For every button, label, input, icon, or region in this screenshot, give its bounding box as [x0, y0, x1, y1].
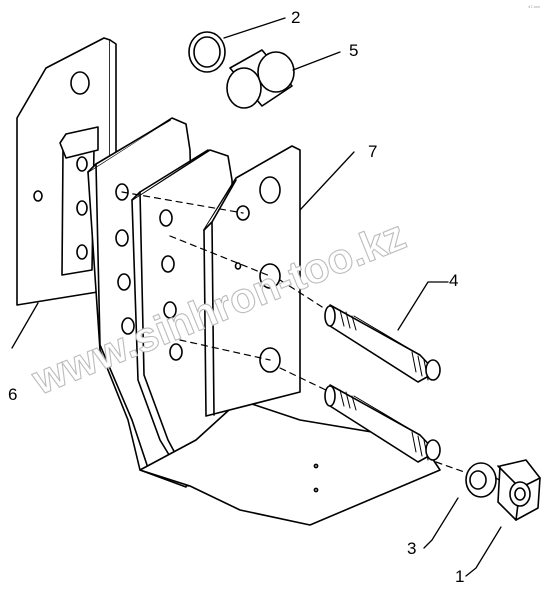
callout-4: 4	[449, 271, 459, 290]
hex-nut	[497, 459, 541, 521]
o-ring	[188, 31, 226, 73]
callout-7: 7	[368, 142, 378, 161]
washer	[465, 462, 497, 498]
threaded-pins	[324, 304, 441, 463]
callout-1: 1	[455, 567, 465, 586]
callout-2: 2	[291, 8, 301, 27]
leader-lines	[11, 17, 502, 577]
corner-tag: 47-xxx	[528, 4, 540, 9]
bushing	[226, 49, 295, 109]
callout-3: 3	[407, 539, 417, 558]
callout-6: 6	[8, 385, 18, 404]
front-plate	[203, 145, 301, 417]
callout-5: 5	[349, 41, 359, 60]
